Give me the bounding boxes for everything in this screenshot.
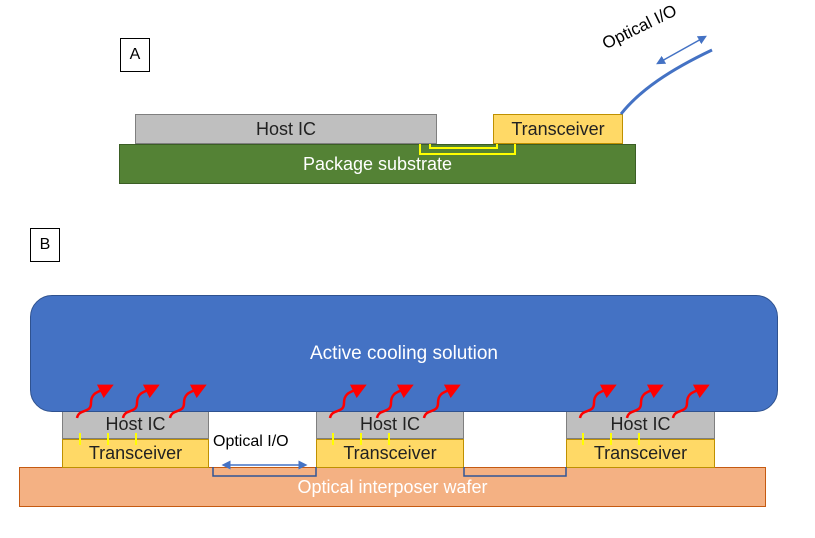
host-ic-b-3-label: Host IC: [610, 414, 671, 434]
host-ic-b-3: Host IC: [566, 410, 715, 439]
heat-arrows: [75, 384, 710, 419]
host-ic-a: Host IC: [135, 114, 437, 144]
heat-arrow: [578, 384, 617, 419]
optical-interposer-wafer-label: Optical interposer wafer: [297, 476, 488, 497]
fiber-a: [619, 48, 713, 115]
transceiver-a: Transceiver: [493, 114, 623, 144]
package-substrate-label: Package substrate: [302, 153, 453, 174]
package-substrate: Package substrate: [119, 144, 636, 184]
host-ic-b-2-label: Host IC: [359, 414, 420, 434]
optical-io-b-label: Optical I/O: [213, 433, 289, 450]
heat-arrow: [671, 384, 710, 419]
optical-io-a-arrow: [656, 35, 707, 65]
panel-b-label-text: B: [39, 236, 51, 253]
active-cooling-solution-label: Active cooling solution: [310, 342, 498, 364]
heat-arrow: [422, 384, 461, 419]
panel-a-label-text: A: [129, 46, 141, 63]
connection-a: [419, 144, 516, 155]
heat-arrow: [328, 384, 367, 419]
host-ic-b-1-label: Host IC: [105, 414, 166, 434]
host-ic-b-2: Host IC: [316, 410, 464, 439]
waveguide-2: [463, 467, 567, 477]
heat-arrow: [121, 384, 160, 419]
heat-arrow: [375, 384, 414, 419]
waveguide-1: [212, 467, 317, 477]
transceiver-b-1-label: Transceiver: [88, 443, 183, 463]
interconnects-b: [79, 433, 640, 445]
panel-a-label: A: [120, 38, 150, 72]
heat-arrow: [75, 384, 114, 419]
transceiver-b-2-label: Transceiver: [343, 443, 437, 463]
transceiver-b-3: Transceiver: [566, 439, 715, 468]
transceiver-b-3-label: Transceiver: [593, 443, 688, 463]
transceiver-a-label: Transceiver: [511, 118, 605, 139]
heat-arrow: [625, 384, 664, 419]
panel-b-label: B: [30, 228, 60, 262]
heat-arrow: [168, 384, 207, 419]
host-ic-a-label: Host IC: [255, 118, 316, 139]
